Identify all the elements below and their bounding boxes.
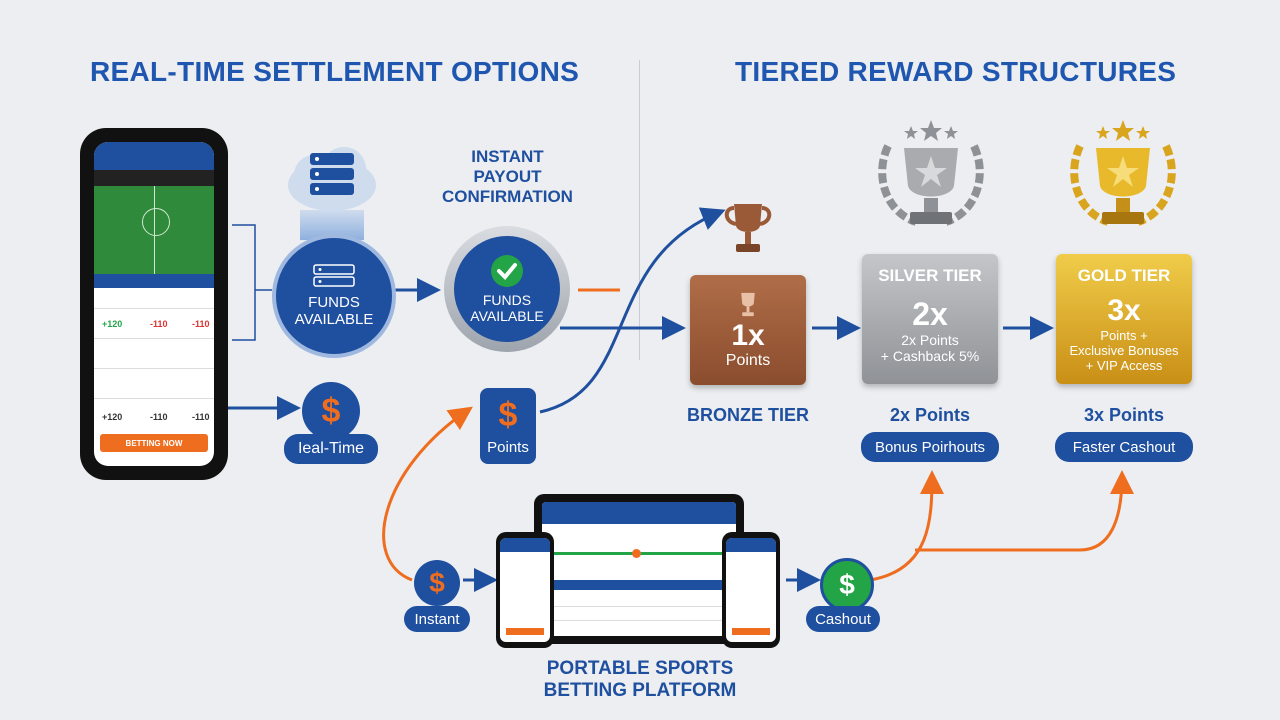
gold-line3: + VIP Access — [1085, 358, 1163, 373]
gold-multiplier: 3x — [1107, 294, 1141, 327]
platform-line1: PORTABLE SPORTS — [546, 658, 734, 679]
bet-now-button[interactable]: BETTING NOW — [100, 434, 208, 452]
left-heading: REAL-TIME SETTLEMENT OPTIONS — [90, 56, 580, 87]
phone-right-device — [722, 532, 780, 648]
dollar-icon: $ — [498, 396, 518, 434]
instant-payout-line1: INSTANT — [471, 147, 544, 166]
section-divider — [639, 60, 640, 360]
dollar-icon: $ — [321, 391, 341, 430]
main-phone-screen: +120 -110 -110 +120 -110 -110 BETTING NO… — [94, 142, 214, 466]
funds-check-line1: FUNDS — [482, 292, 532, 308]
funds-available-cloud-node: FUNDS AVAILABLE — [272, 234, 396, 358]
instant-pill: Instant — [404, 606, 470, 632]
dollar-icon: $ — [839, 569, 855, 600]
instant-payout-line3: CONFIRMATION — [442, 187, 573, 206]
points-node-label: Points — [487, 439, 529, 456]
silver-tier-card: SILVER TIER 2x 2x Points + Cashback 5% — [862, 254, 998, 384]
bronze-sub: Points — [725, 352, 771, 369]
silver-line1: 2x Points — [901, 332, 959, 348]
funds-available-check-node: FUNDS AVAILABLE — [444, 226, 570, 352]
funds-cloud-line1: FUNDS — [308, 294, 360, 311]
silver-multiplier: 2x — [912, 296, 948, 332]
platform-label: PORTABLE SPORTS BETTING PLATFORM — [520, 658, 760, 702]
instant-dollar-node: $ — [414, 560, 460, 606]
main-phone: +120 -110 -110 +120 -110 -110 BETTING NO… — [80, 128, 228, 480]
app-header — [94, 142, 214, 170]
gold-pill: Faster Cashout — [1055, 432, 1193, 462]
silver-caption: 2x Points — [889, 405, 971, 425]
cashout-dollar-node: $ — [820, 558, 874, 612]
odd-2-1[interactable]: +120 — [102, 412, 123, 422]
realtime-dollar-node: $ — [302, 382, 360, 440]
live-field-image — [94, 186, 214, 274]
instant-payout-label: INSTANT PAYOUT CONFIRMATION — [430, 147, 585, 207]
points-node: $ Points — [480, 388, 536, 464]
check-icon — [491, 255, 523, 287]
gold-title: GOLD TIER — [1077, 266, 1171, 285]
silver-line2: + Cashback 5% — [880, 348, 980, 364]
realtime-pill: Ieal-Time — [284, 434, 378, 464]
silver-title: SILVER TIER — [878, 266, 982, 285]
silver-trophy-icon — [878, 120, 984, 226]
gold-line1: Points + — [1100, 328, 1148, 343]
instant-payout-line2: PAYOUT — [473, 167, 542, 186]
odd-1-3[interactable]: -110 — [192, 319, 210, 329]
trophy-icon — [741, 292, 755, 317]
dollar-icon: $ — [429, 567, 445, 598]
funds-cloud-line2: AVAILABLE — [294, 311, 374, 328]
app-subnav — [94, 170, 214, 186]
odd-1-2[interactable]: -110 — [150, 319, 168, 329]
server-icon — [313, 264, 355, 287]
tablet-device — [534, 494, 744, 644]
bronze-trophy-icon — [724, 204, 772, 252]
phone-left-device — [496, 532, 554, 648]
odd-1-1[interactable]: +120 — [102, 319, 123, 329]
funds-check-line2: AVAILABLE — [470, 308, 544, 324]
odd-2-2[interactable]: -110 — [150, 412, 168, 422]
cloud-server-icon — [288, 147, 376, 211]
market-tabs[interactable] — [94, 274, 214, 288]
gold-tier-card: GOLD TIER 3x Points + Exclusive Bonuses … — [1056, 254, 1192, 384]
gold-caption: 3x Points — [1083, 405, 1165, 425]
right-heading: TIERED REWARD STRUCTURES — [735, 56, 1177, 87]
bronze-caption: BRONZE TIER — [686, 405, 809, 425]
bronze-multiplier: 1x — [731, 319, 765, 352]
cashout-pill: Cashout — [806, 606, 880, 632]
gold-line2: Exclusive Bonuses — [1069, 343, 1179, 358]
bronze-tier-card: 1x Points — [690, 275, 806, 385]
platform-line2: BETTING PLATFORM — [543, 680, 737, 701]
silver-pill: Bonus Poirhouts — [861, 432, 999, 462]
gold-trophy-icon — [1070, 120, 1176, 226]
odd-2-3[interactable]: -110 — [192, 412, 210, 422]
